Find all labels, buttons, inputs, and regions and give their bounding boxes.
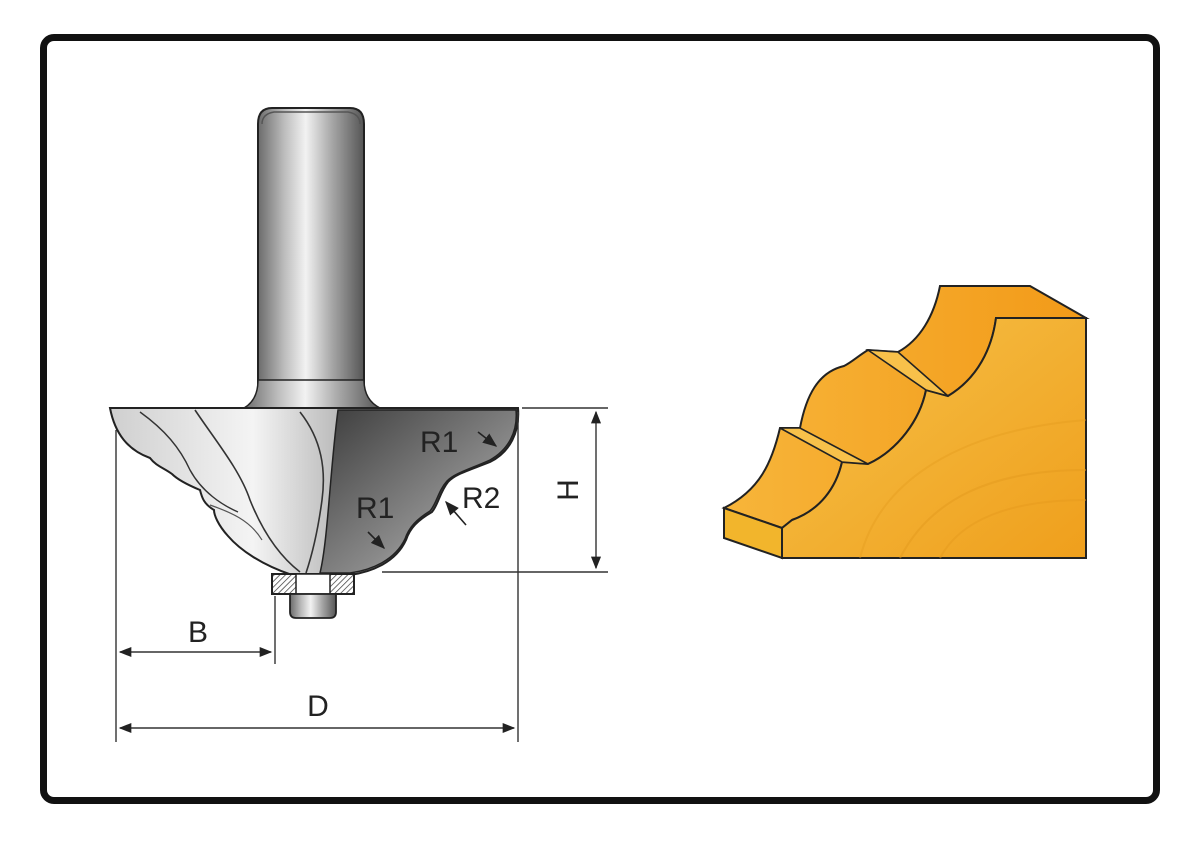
r2-arrow bbox=[445, 500, 467, 526]
wood-front-face bbox=[781, 317, 1087, 559]
dimension-h bbox=[382, 407, 608, 573]
dimension-b bbox=[115, 430, 276, 742]
label-r1-upper: R1 bbox=[420, 426, 458, 459]
label-r1-lower: R1 bbox=[356, 492, 394, 525]
label-d: D bbox=[307, 690, 329, 723]
label-b: B bbox=[188, 616, 208, 649]
router-bit bbox=[108, 107, 520, 619]
label-h: H bbox=[552, 479, 585, 501]
shank bbox=[257, 107, 365, 409]
dimension-d bbox=[118, 412, 519, 742]
wood-profile bbox=[721, 285, 1090, 560]
label-r2: R2 bbox=[462, 482, 500, 515]
r1-upper-arrow bbox=[477, 431, 498, 447]
r1-lower-arrow bbox=[367, 531, 386, 550]
bearing-screw bbox=[289, 593, 337, 619]
